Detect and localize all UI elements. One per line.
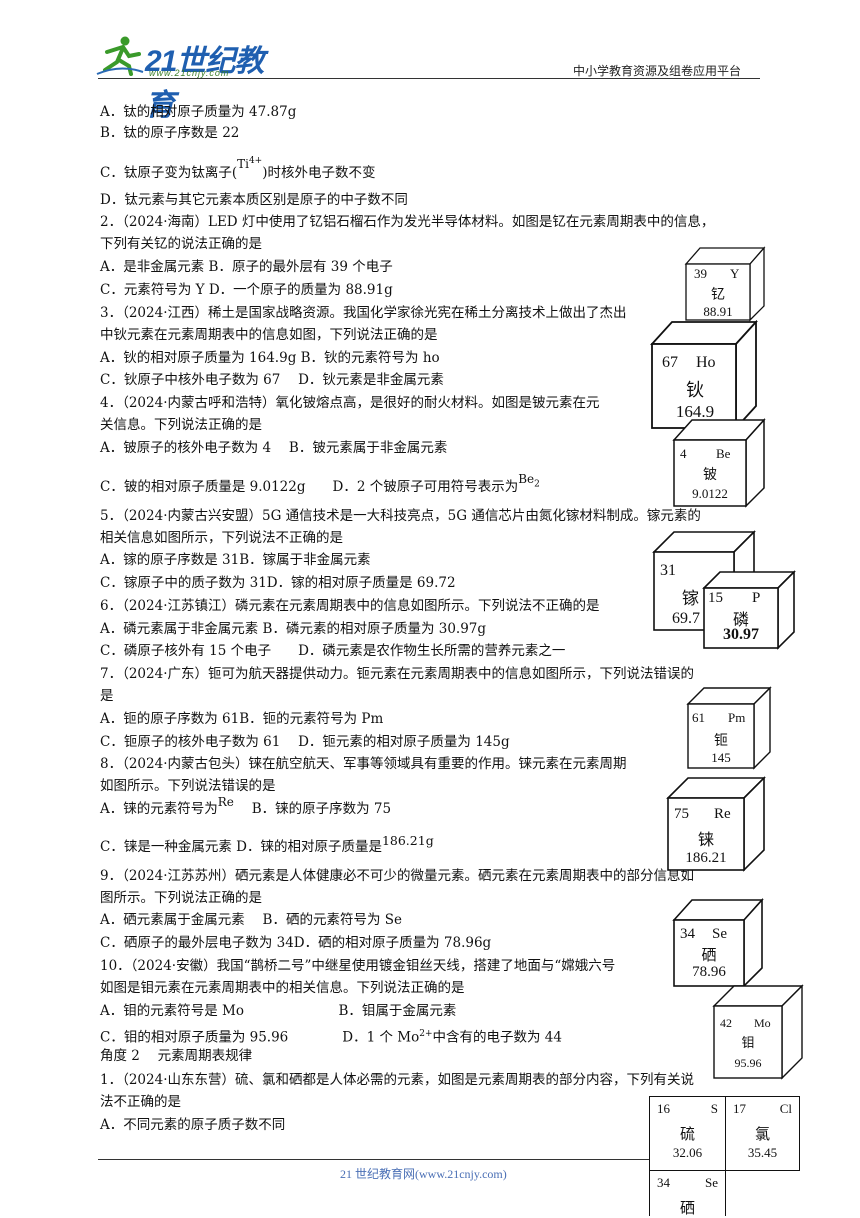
q9-stem-2: 图所示。下列说法正确的是: [100, 890, 262, 906]
q3-stem-1: 3．（2024·江西）稀土是国家战略资源。我国化学家徐光宪在稀土分离技术上做出了…: [100, 305, 627, 321]
q2-stem-2: 下列有关钇的说法正确的是: [100, 236, 262, 252]
element-tile-yttrium: 39 Y 钇 88.91: [684, 246, 766, 322]
q9-options-cd: C．硒原子的最外层电子数为 34D．硒的相对原子质量为 78.96g: [100, 935, 492, 951]
table-empty-cell: [725, 1170, 727, 1216]
footer-text: 21 世纪教育网(www.21cnjy.com): [340, 1167, 507, 1181]
q7-options-ab: A．钷的原子序数为 61B．钷的元素符号为 Pm: [100, 711, 384, 727]
element-tile-beryllium: 4 Be 铍 9.0122: [672, 418, 766, 508]
q7-stem-1: 7．（2024·广东）钷可为航天器提供动力。钷元素在元素周期表中的信息如图所示，…: [100, 666, 694, 682]
logo-url: www.21cnjy.com: [149, 68, 230, 78]
q7-stem-2: 是: [100, 688, 114, 704]
q4-options-ab: A．铍原子的核外电子数为 4 B．铍元素属于非金属元素: [100, 440, 448, 456]
section-2-q1-stem-1: 1．（2024·山东东营）硫、氯和硒都是人体必需的元素，如图是元素周期表的部分内…: [100, 1072, 694, 1088]
q6-options-cd: C．磷原子核外有 15 个电子 D．磷元素是农作物生长所需的营养元素之一: [100, 643, 566, 659]
q1-option-c: C．钛原子变为钛离子(Ti4+)时核外电子数不变: [100, 156, 376, 181]
q4-option-cd: C．铍的相对原子质量是 9.0122g D．2 个铍原子可用符号表示为Be2: [100, 472, 540, 495]
element-tile-holmium: 67 Ho 钬 164.9: [650, 320, 758, 430]
table-cell-chlorine: 17 Cl 氯 35.45: [725, 1096, 800, 1171]
section-2-title: 角度 2 元素周期表规律: [100, 1048, 253, 1064]
q9-options-ab: A．硒元素属于金属元素 B．硒的元素符号为 Se: [100, 912, 402, 928]
q5-stem-2: 相关信息如图所示，下列说法不正确的是: [100, 530, 343, 546]
q1-option-b: B．钛的原子序数是 22: [100, 125, 240, 141]
q4-stem-2: 关信息。下列说法正确的是: [100, 417, 262, 433]
q10-stem-2: 如图是钼元素在元素周期表中的相关信息。下列说法正确的是: [100, 980, 465, 996]
q10-options-ab: A．钼的元素符号是 Mo B．钼属于金属元素: [100, 1003, 457, 1019]
runner-logo-icon: [96, 36, 144, 76]
q10-stem-1: 10．（2024·安徽）我国“鹊桥二号”中继星使用镀金钼丝天线，搭建了地面与“嫦…: [100, 958, 616, 974]
element-tile-phosphorus: 15 P 磷 30.97: [702, 570, 796, 650]
logo-title: 21世纪教育: [145, 45, 264, 122]
q6-options-ab: A．磷元素属于非金属元素 B．磷元素的相对原子质量为 30.97g: [100, 621, 487, 637]
element-tile-molybdenum: 42 Mo 钼 95.96: [712, 984, 804, 1080]
header-platform-text: 中小学教育资源及组卷应用平台: [573, 64, 742, 78]
q10-options-cd: C．钼的相对原子质量为 95.96 D．1 个 Mo2+中含有的电子数为 44: [100, 1029, 562, 1046]
table-cell-sulfur: 16 S 硫 32.06: [649, 1096, 726, 1171]
q4-stem-1: 4．（2024·内蒙古呼和浩特）氧化铍熔点高，是很好的耐火材料。如图是铍元素在元: [100, 395, 600, 411]
element-tile-promethium: 61 Pm 钷 145: [686, 686, 772, 770]
q8-stem-2: 如图所示。下列说法错误的是: [100, 778, 276, 794]
q3-stem-2: 中钬元素在元素周期表中的信息如图，下列说法正确的是: [100, 327, 438, 343]
q1-option-d: D．钛元素与其它元素本质区别是原子的中子数不同: [100, 192, 408, 208]
q9-stem-1: 9．（2024·江苏苏州）硒元素是人体健康必不可少的微量元素。硒元素在元素周期表…: [100, 868, 694, 884]
q8-options-ab: A．铼的元素符号为Re B．铼的原子序数为 75: [100, 795, 392, 817]
q5-options-cd: C．镓原子中的质子数为 31D．镓的相对原子质量是 69.72: [100, 575, 456, 591]
q6-stem-1: 6．（2024·江苏镇江）磷元素在元素周期表中的信息如图所示。下列说法不正确的是: [100, 598, 600, 614]
q2-options-cd: C．元素符号为 Y D．一个原子的质量为 88.91g: [100, 282, 393, 298]
q8-stem-1: 8．（2024·内蒙古包头）铼在航空航天、军事等领域具有重要的作用。铼元素在元素…: [100, 756, 627, 772]
q3-options-cd: C．钬原子中核外电子数为 67 D．钬元素是非金属元素: [100, 372, 444, 388]
q2-options-ab: A．是非金属元素 B．原子的最外层有 39 个电子: [100, 259, 393, 275]
q8-options-cd: C．铼是一种金属元素 D．铼的相对原子质量是186.21g: [100, 833, 434, 855]
q3-options-ab: A．钬的相对原子质量为 164.9g B．钬的元素符号为 ho: [100, 350, 440, 366]
q1-option-a: A．钛的相对原子质量为 47.87g: [100, 104, 297, 120]
q5-options-ab: A．镓的原子序数是 31B．镓属于非金属元素: [100, 552, 371, 568]
element-tile-selenium: 34 Se 硒 78.96: [672, 898, 764, 988]
header-logo: 21世纪教育 www.21cnjy.com: [95, 34, 265, 122]
q2-stem-1: 2．（2024·海南）LED 灯中使用了钇铝石榴石作为发光半导体材料。如图是钇在…: [100, 214, 715, 230]
q7-options-cd: C．钷原子的核外电子数为 61 D．钷元素的相对原子质量为 145g: [100, 734, 510, 750]
header-divider: [98, 78, 760, 79]
element-tile-rhenium: 75 Re 铼 186.21: [666, 776, 766, 872]
section-2-q1-option-a: A．不同元素的原子质子数不同: [100, 1117, 286, 1133]
table-cell-selenium: 34 Se 硒: [649, 1170, 726, 1217]
section-2-q1-stem-2: 法不正确的是: [100, 1094, 181, 1110]
footer-divider: [98, 1159, 649, 1160]
q5-stem-1: 5．（2024·内蒙古兴安盟）5G 通信技术是一大科技亮点，5G 通信芯片由氮化…: [100, 508, 701, 524]
